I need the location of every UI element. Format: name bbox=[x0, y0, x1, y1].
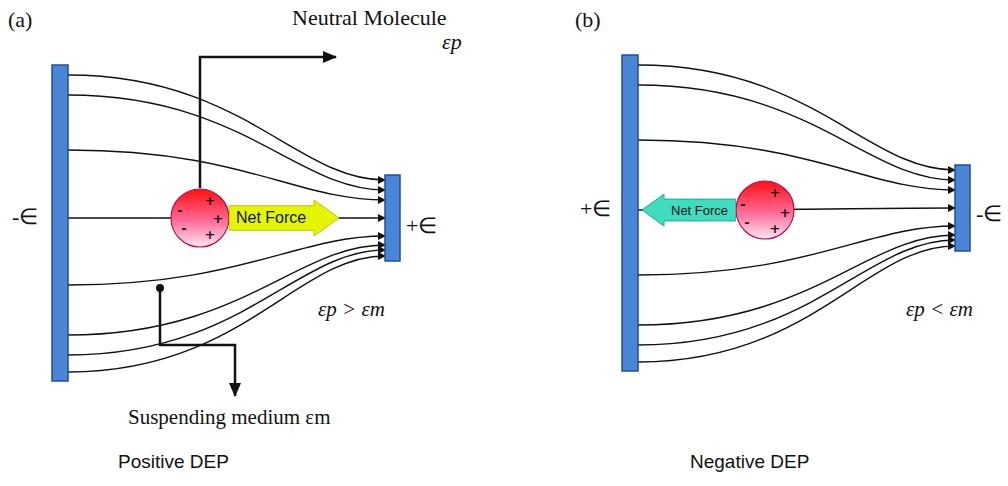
charge-sign: + bbox=[780, 206, 791, 219]
field-line bbox=[638, 85, 955, 180]
field-line bbox=[68, 250, 385, 355]
label: Suspending medium εm bbox=[128, 406, 330, 429]
charge-sign: + bbox=[770, 186, 781, 199]
field-line bbox=[68, 256, 385, 372]
label: Positive DEP bbox=[118, 452, 229, 473]
force-arrow: Net Force bbox=[642, 194, 736, 226]
field-line bbox=[68, 245, 385, 335]
leader-line bbox=[160, 288, 235, 396]
label: +∈ bbox=[580, 197, 611, 221]
field-line bbox=[68, 150, 385, 200]
label: εp < εm bbox=[906, 298, 973, 321]
label: Negative DEP bbox=[690, 452, 809, 473]
field-line bbox=[638, 140, 955, 190]
field-line bbox=[68, 95, 385, 190]
leader-line bbox=[200, 57, 336, 188]
charge-sign: + bbox=[213, 212, 224, 225]
label: -∈ bbox=[976, 202, 1002, 226]
label: Neutral Molecule bbox=[292, 6, 447, 30]
molecule-sphere: - - + + + bbox=[735, 180, 795, 240]
electrode-plate bbox=[52, 65, 68, 381]
charge-sign: + bbox=[205, 228, 216, 241]
charge-sign: + bbox=[770, 222, 781, 235]
charge-sign: - bbox=[740, 198, 745, 211]
arrow-label: Net Force bbox=[671, 204, 728, 217]
electrode-plate bbox=[385, 175, 400, 261]
molecule-sphere: - - + + + bbox=[170, 188, 230, 248]
field-line bbox=[638, 240, 955, 345]
electrode-plate bbox=[955, 165, 970, 251]
charge-sign: + bbox=[205, 194, 216, 207]
label: εp > εm bbox=[318, 298, 385, 321]
charge-sign: - bbox=[181, 222, 186, 235]
label: (a) bbox=[8, 8, 32, 32]
force-arrow: Net Force bbox=[229, 200, 339, 236]
field-lines bbox=[68, 75, 385, 372]
charge-sign: - bbox=[744, 216, 749, 229]
label: (b) bbox=[575, 8, 601, 32]
label: -∈ bbox=[12, 205, 38, 229]
label: +∈ bbox=[406, 214, 437, 238]
electrode-plate bbox=[622, 55, 638, 371]
charge-sign: - bbox=[177, 204, 182, 217]
arrow-label: Net Force bbox=[236, 210, 306, 226]
label: εp bbox=[442, 30, 462, 54]
